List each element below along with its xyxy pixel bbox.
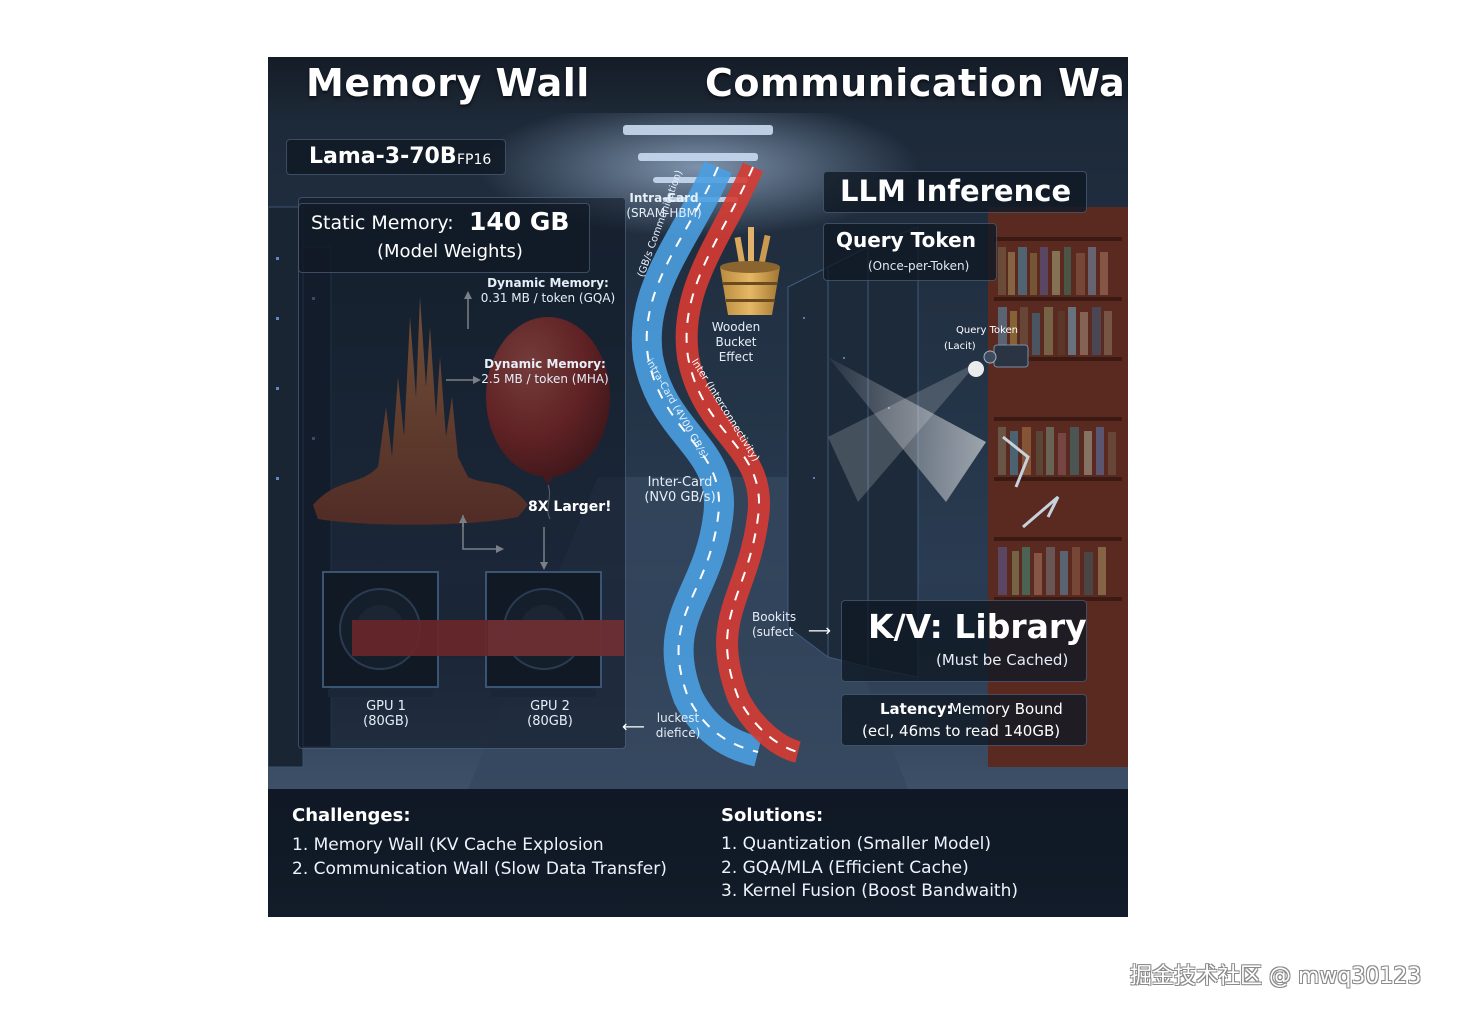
static-memory-value: 140 GB: [469, 207, 570, 236]
lamp-note: (Lacit): [944, 341, 976, 352]
llm-inference-box: LLM Inference: [823, 171, 1087, 213]
model-badge: Lama-3-70B FP16: [286, 139, 506, 175]
bookits-line2: (sufect: [752, 625, 794, 639]
wooden-bucket-label: Wooden Bucket Effect: [706, 320, 766, 365]
query-token-box: Query Token (Once-per-Token): [823, 223, 997, 281]
dynamic-memory-mha: Dynamic Memory: 2.5 MB / token (MHA): [480, 357, 610, 387]
inter-card-line1: Inter-Card: [647, 475, 713, 490]
latency-note: (ecl, 46ms to read 140GB): [862, 722, 1061, 740]
bookits-arrow-icon: ⟶: [808, 621, 831, 640]
solution-item: 2. GQA/MLA (Efficient Cache): [721, 858, 969, 878]
challenges-heading: Challenges:: [292, 805, 411, 826]
latency-value: Memory Bound: [949, 700, 1063, 718]
dynamic-gqa-line2: 0.31 MB / token (GQA): [480, 291, 616, 305]
challenge-item: 1. Memory Wall (KV Cache Explosion: [292, 835, 604, 855]
bucket-line2: Bucket: [715, 335, 757, 349]
dynamic-mha-line1: Dynamic Memory:: [484, 357, 606, 371]
inter-card-line2: (NV0 GB/s): [644, 490, 716, 505]
solution-item: 1. Quantization (Smaller Model): [721, 834, 992, 854]
intra-card-line1: Intra-Card: [629, 191, 699, 205]
dynamic-memory-gqa: Dynamic Memory: 0.31 MB / token (GQA): [473, 276, 623, 306]
memory-wall-title: Memory Wall: [306, 61, 590, 105]
static-memory-note: (Model Weights): [377, 241, 523, 262]
kv-library-box: K/V: Library (Must be Cached): [841, 600, 1087, 682]
lamp-label: Query Token: [956, 325, 1019, 336]
gpu-2-mem: (80GB): [527, 714, 573, 729]
latency-label: Latency:: [880, 700, 953, 718]
luckest-label: luckest diefice): [648, 711, 708, 741]
dynamic-gqa-line1: Dynamic Memory:: [487, 276, 609, 290]
luckest-line2: diefice): [655, 726, 701, 740]
bottom-summary: Challenges: 1. Memory Wall (KV Cache Exp…: [268, 789, 1128, 917]
communication-roads: [631, 161, 802, 767]
model-precision: FP16: [457, 152, 492, 168]
title-bar: [268, 57, 1128, 113]
bookits-line1: Bookits: [752, 610, 797, 624]
gpu-1-name: GPU 1: [366, 699, 406, 714]
latency-box: Latency: Memory Bound (ecl, 46ms to read…: [841, 694, 1087, 746]
kv-library-title: K/V: Library: [868, 607, 1087, 646]
dynamic-mha-line2: 2.5 MB / token (MHA): [481, 372, 609, 386]
llm-inference-title: LLM Inference: [840, 174, 1072, 208]
intra-card-label: Intra-Card (SRAM-HBM): [624, 191, 704, 221]
memory-wall-panel: [298, 197, 626, 749]
wooden-bucket-graphic: [720, 227, 780, 315]
poster: Memory Wall Communication Wall Lama-3-70…: [268, 57, 1128, 917]
luckest-arrow-icon: ⟵: [622, 717, 645, 736]
solution-item: 3. Kernel Fusion (Boost Bandwaith): [721, 881, 1019, 901]
challenge-item: 2. Communication Wall (Slow Data Transfe…: [292, 859, 667, 879]
model-name: Lama-3-70B: [309, 144, 457, 169]
watermark: 掘金技术社区 @ mwq30123: [1130, 964, 1422, 989]
kv-library-note: (Must be Cached): [936, 651, 1069, 669]
static-memory-label: Static Memory:: [311, 212, 454, 234]
gpu-2-name: GPU 2: [530, 699, 570, 714]
solutions-heading: Solutions:: [721, 805, 824, 826]
larger-label: 8X Larger!: [528, 499, 612, 515]
inter-card-label: Inter-Card (NV0 GB/s): [640, 475, 720, 505]
static-memory-box: Static Memory: 140 GB (Model Weights): [298, 203, 590, 273]
gpu-1-mem: (80GB): [363, 714, 409, 729]
communication-wall-title: Communication Wall: [705, 61, 1128, 105]
query-token-title: Query Token: [836, 228, 976, 252]
intra-card-line2: (SRAM-HBM): [626, 206, 702, 220]
query-token-note: (Once-per-Token): [868, 259, 970, 273]
bookits-label: Bookits (sufect: [752, 610, 812, 640]
luckest-line1: luckest: [656, 711, 700, 725]
bucket-line1: Wooden: [711, 320, 761, 334]
bucket-line3: Effect: [718, 350, 754, 364]
gpu-2-label: GPU 2 (80GB): [510, 699, 590, 729]
gpu-1-label: GPU 1 (80GB): [346, 699, 426, 729]
